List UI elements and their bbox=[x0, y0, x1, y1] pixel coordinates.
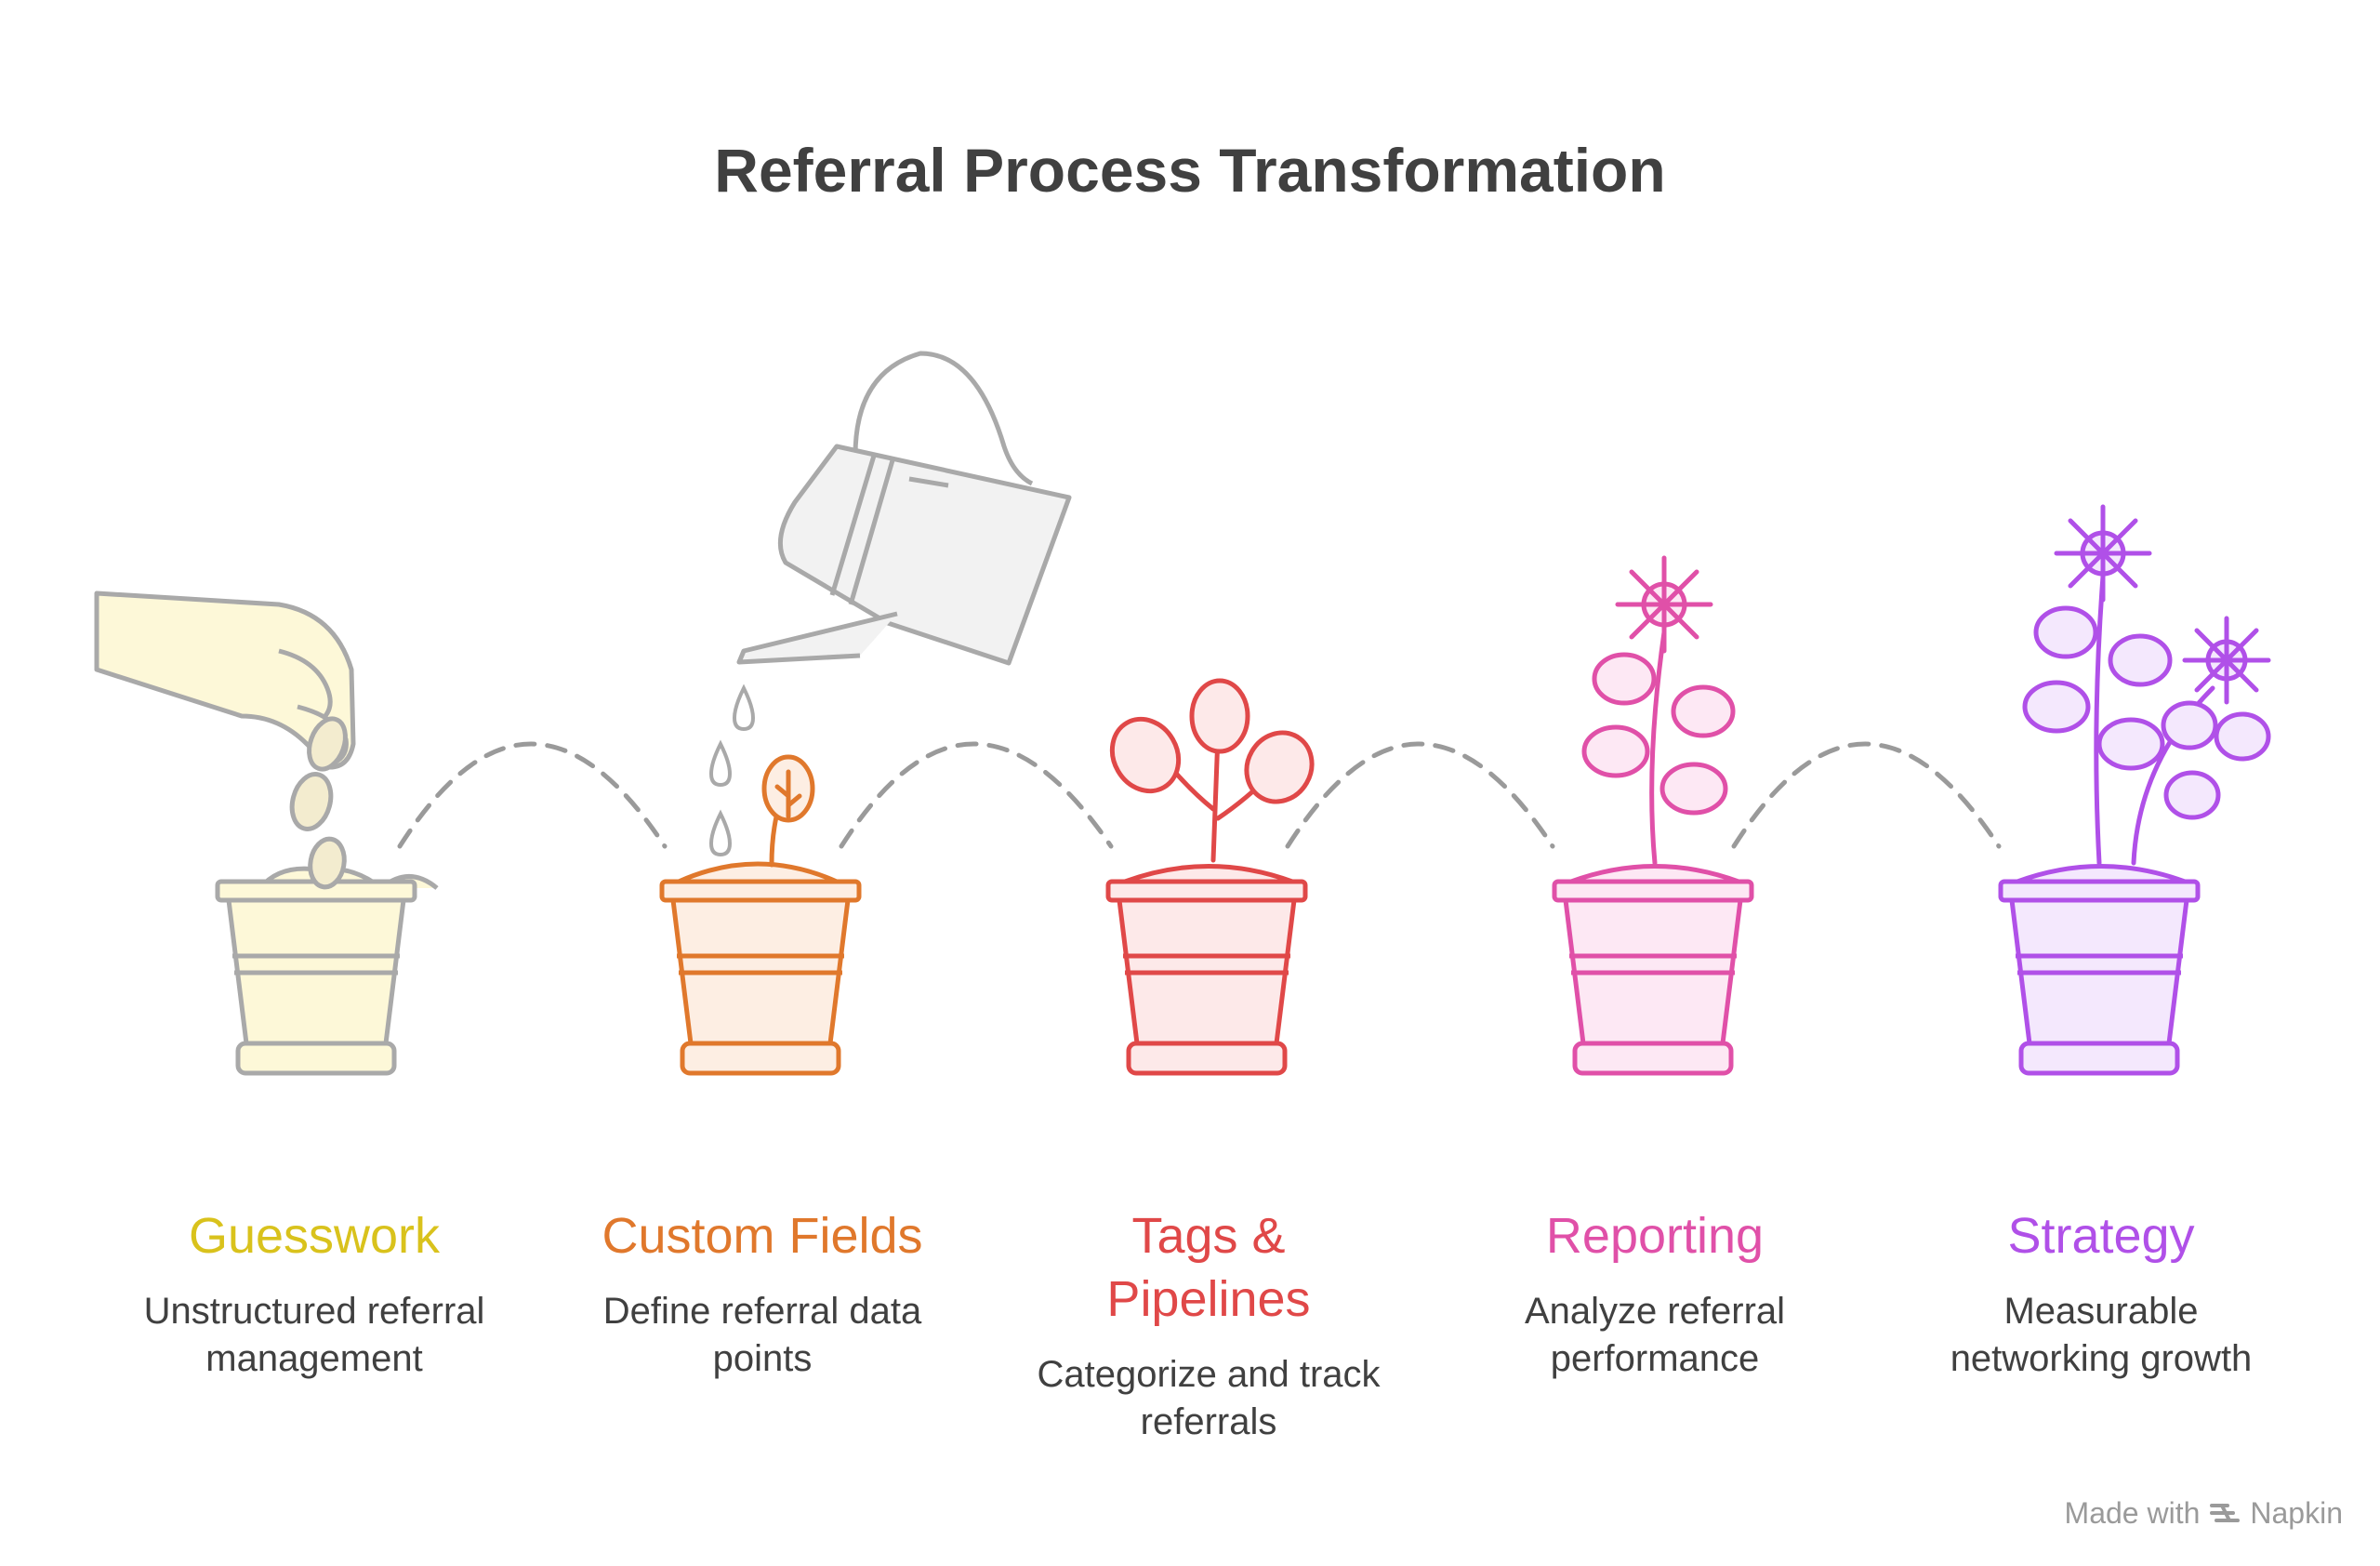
water-drops-icon bbox=[708, 683, 756, 857]
napkin-logo-icon bbox=[2210, 1503, 2241, 1522]
stage-description: Categorize and track referrals bbox=[1037, 1354, 1381, 1442]
connector-arc-2 bbox=[839, 741, 1114, 849]
flower-pot-guesswork bbox=[215, 866, 439, 1076]
stage-description: Unstructured referral management bbox=[143, 1291, 485, 1379]
stage-label: Reporting bbox=[1545, 1208, 1765, 1264]
flower-pot-strategy bbox=[1998, 864, 2201, 1076]
made-with-label: Made with bbox=[2064, 1496, 2201, 1530]
flower-pot-reporting bbox=[1552, 864, 1754, 1076]
connector-arc-3 bbox=[1285, 741, 1555, 849]
made-with-napkin[interactable]: Made with Napkin bbox=[2065, 1496, 2343, 1531]
stage-label: Strategy bbox=[2007, 1208, 2195, 1264]
stage-description: Define referral data points bbox=[602, 1291, 922, 1379]
watering-can-icon bbox=[736, 351, 1072, 666]
connector-arc-4 bbox=[1731, 741, 2002, 849]
connector-arc-1 bbox=[397, 741, 668, 849]
seedling-icon bbox=[1109, 678, 1315, 863]
stage-description: Analyze referral performance bbox=[1524, 1291, 1786, 1379]
stage-strategy: Strategy Measurable networking growth bbox=[1897, 1204, 2306, 1383]
stage-description: Measurable networking growth bbox=[1950, 1291, 2253, 1379]
stage-custom-fields: Custom Fields Define referral data point… bbox=[558, 1204, 967, 1383]
flower-pot-custom-fields bbox=[659, 861, 862, 1076]
sprout-icon bbox=[761, 754, 815, 868]
stage-label: Custom Fields bbox=[602, 1208, 923, 1264]
napkin-brand: Napkin bbox=[2250, 1496, 2343, 1530]
stage-tags-pipelines: Tags & Pipelines Categorize and track re… bbox=[1004, 1204, 1413, 1446]
seed-icon bbox=[289, 716, 348, 890]
page-title: Referral Process Transformation bbox=[714, 136, 1666, 205]
stage-label: Guesswork bbox=[188, 1208, 441, 1264]
flowering-plant-icon bbox=[1581, 555, 1736, 866]
flourishing-plant-icon bbox=[2022, 504, 2271, 866]
stage-guesswork: Guesswork Unstructured referral manageme… bbox=[110, 1204, 519, 1383]
stage-reporting: Reporting Analyze referral performance bbox=[1450, 1204, 1859, 1383]
stage-label: Tags & Pipelines bbox=[1106, 1208, 1311, 1327]
flower-pot-tags-pipelines bbox=[1105, 864, 1308, 1076]
